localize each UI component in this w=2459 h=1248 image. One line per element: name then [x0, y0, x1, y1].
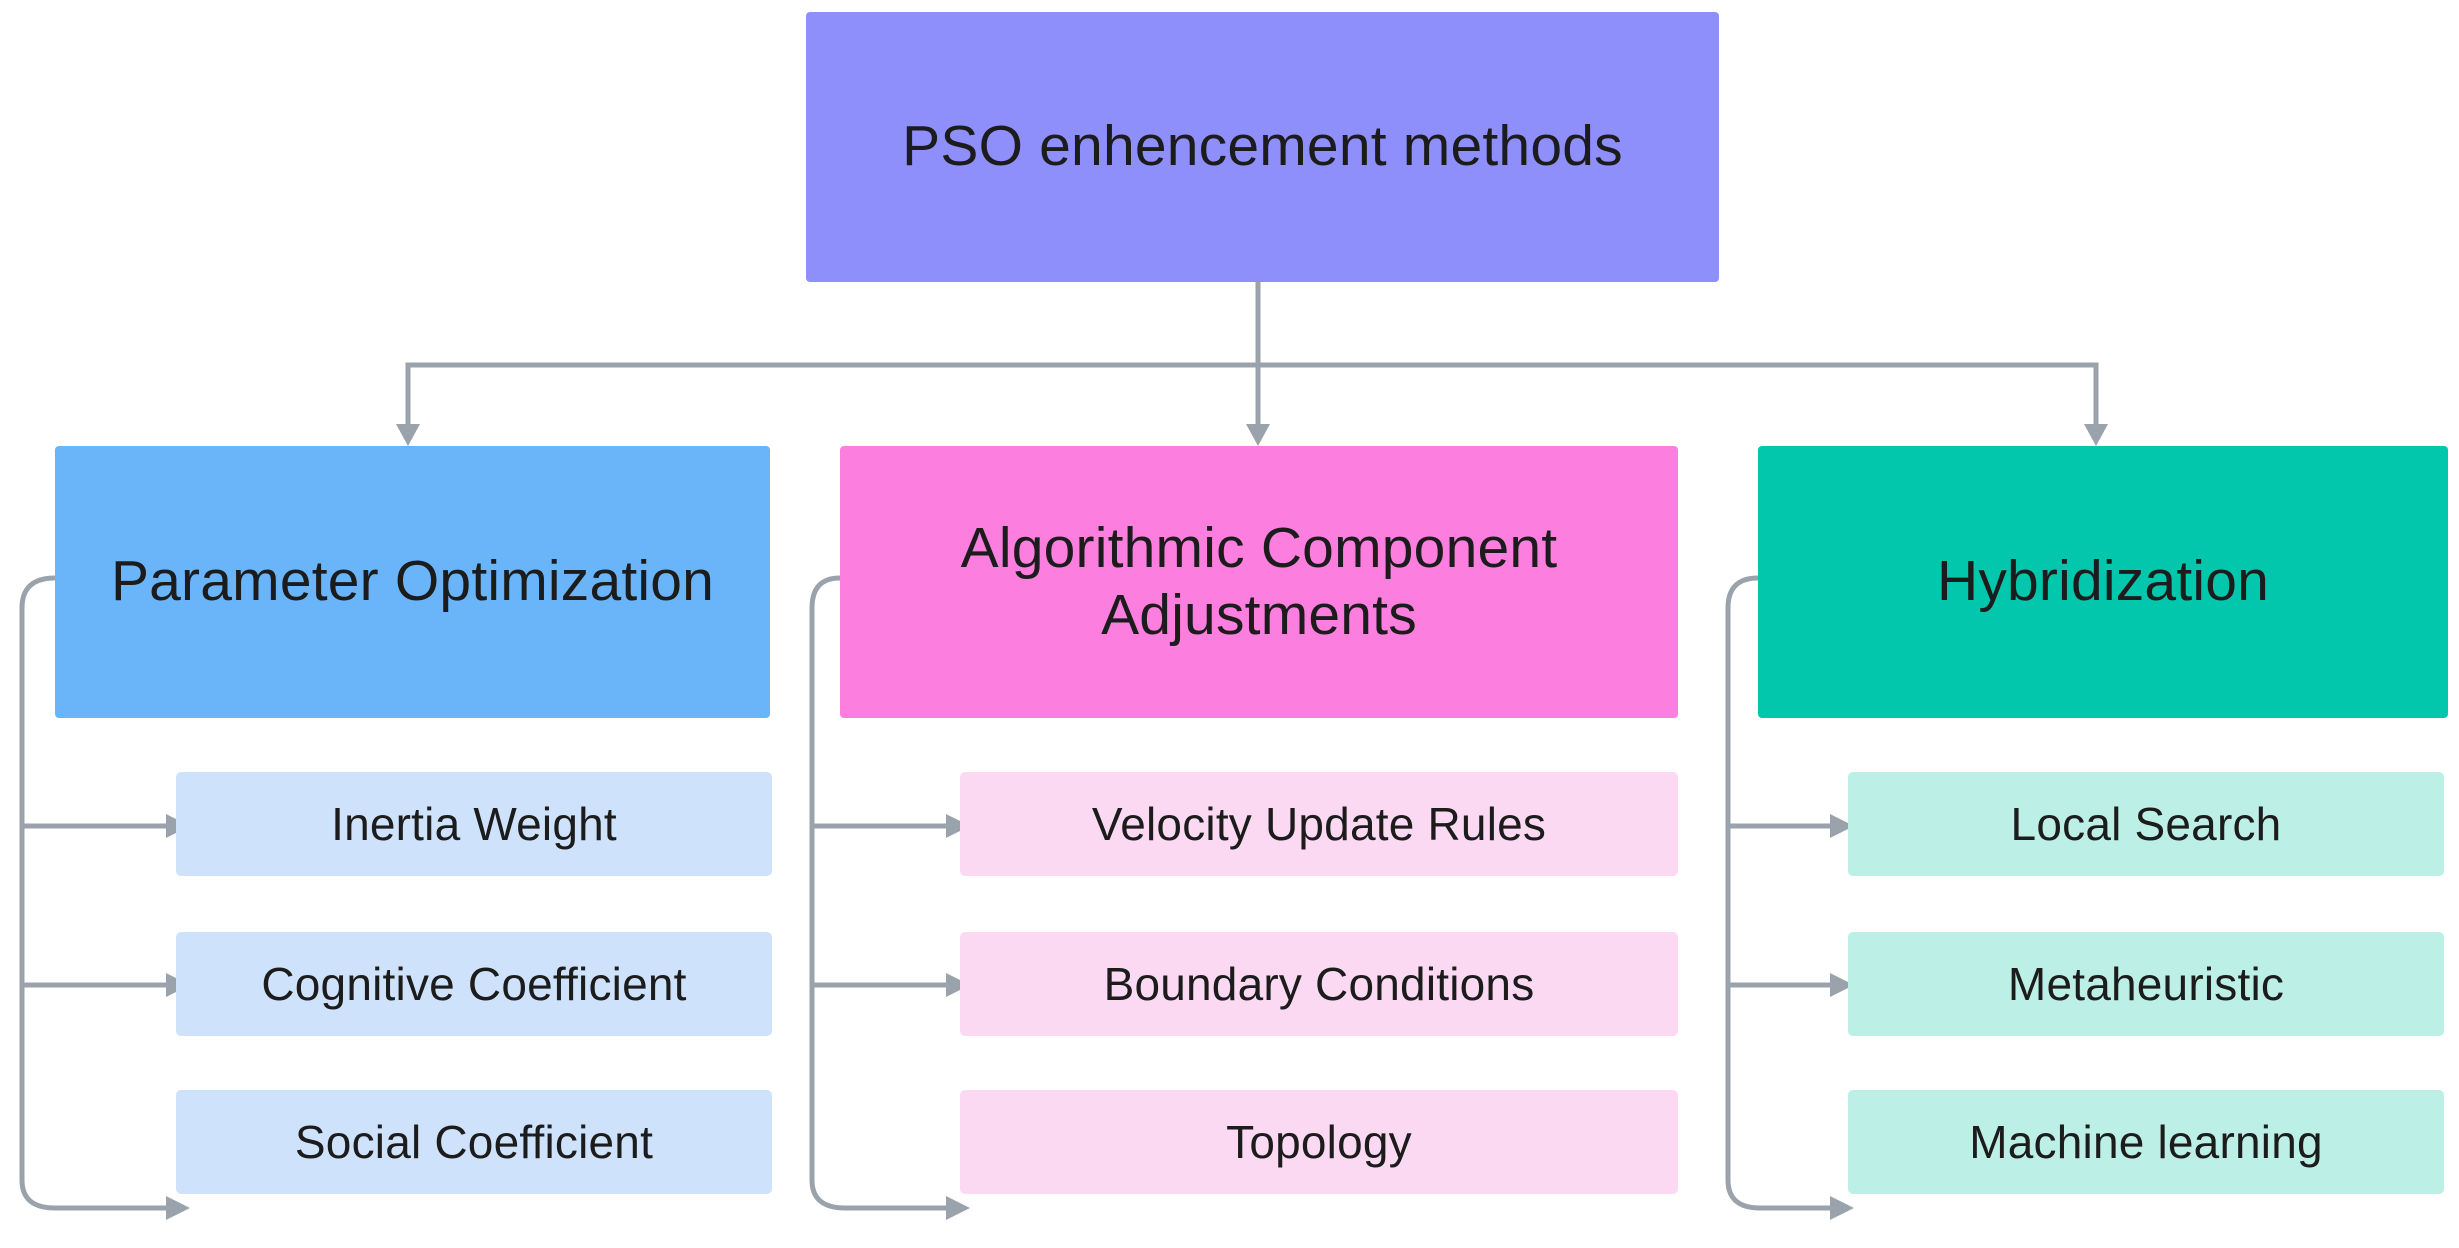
node-leaf-label: Social Coefficient: [294, 1115, 654, 1168]
node-category-hybridization[interactable]: Hybridization: [1758, 446, 2448, 718]
node-category-label: Algorithmic Component Adjustments: [960, 515, 1558, 647]
node-leaf-label: Velocity Update Rules: [1091, 797, 1547, 850]
node-leaf-topology[interactable]: Topology: [960, 1090, 1678, 1194]
arrow-to-parameter-optimization: [396, 424, 420, 446]
node-root-label: PSO enhencement methods: [902, 114, 1623, 179]
edge-spine-col3: [1725, 575, 1761, 1211]
node-category-label: Parameter Optimization: [110, 549, 715, 614]
node-leaf-metaheuristic[interactable]: Metaheuristic: [1848, 932, 2444, 1036]
node-leaf-cognitive-coefficient[interactable]: Cognitive Coefficient: [176, 932, 772, 1036]
node-category-algorithmic-component-adjustments[interactable]: Algorithmic Component Adjustments: [840, 446, 1678, 718]
edge-root-to-hybridization: [2092, 362, 2099, 424]
node-leaf-label: Machine learning: [1969, 1115, 2323, 1168]
node-leaf-label: Boundary Conditions: [1103, 957, 1535, 1010]
node-leaf-machine-learning[interactable]: Machine learning: [1848, 1090, 2444, 1194]
node-leaf-label: Cognitive Coefficient: [261, 957, 687, 1010]
node-leaf-velocity-update-rules[interactable]: Velocity Update Rules: [960, 772, 1678, 876]
node-category-parameter-optimization[interactable]: Parameter Optimization: [55, 446, 770, 718]
node-leaf-label: Topology: [1226, 1115, 1412, 1168]
node-leaf-label: Metaheuristic: [2007, 957, 2285, 1010]
arrow-to-algorithmic: [1246, 424, 1270, 446]
node-leaf-boundary-conditions[interactable]: Boundary Conditions: [960, 932, 1678, 1036]
node-leaf-inertia-weight[interactable]: Inertia Weight: [176, 772, 772, 876]
node-leaf-social-coefficient[interactable]: Social Coefficient: [176, 1090, 772, 1194]
edge-spine-col1: [19, 575, 56, 1211]
edge-root-to-parameter-optimization: [405, 362, 412, 424]
node-leaf-local-search[interactable]: Local Search: [1848, 772, 2444, 876]
arrow-col2-leaf3: [946, 1196, 970, 1220]
node-root-pso-enhencement-methods[interactable]: PSO enhencement methods: [806, 12, 1719, 282]
node-leaf-label: Inertia Weight: [331, 797, 617, 850]
arrow-col1-leaf3: [166, 1196, 190, 1220]
node-leaf-label: Local Search: [2010, 797, 2282, 850]
arrow-col3-leaf3: [1830, 1196, 1854, 1220]
arrow-to-hybridization: [2084, 424, 2108, 446]
node-category-label: Hybridization: [1936, 549, 2270, 614]
